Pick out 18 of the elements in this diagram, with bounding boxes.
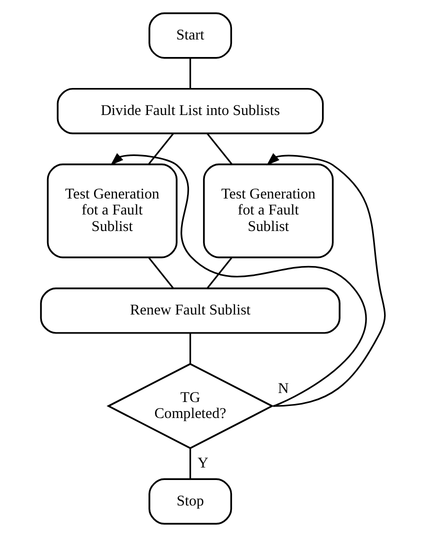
arrow — [110, 153, 366, 407]
connector — [188, 332, 191, 364]
edge-label: Y — [197, 455, 208, 472]
connector — [148, 257, 174, 288]
node-box: Start — [148, 12, 232, 59]
node-box: Stop — [148, 478, 232, 525]
node-box: Divide Fault List into Sublists — [56, 88, 324, 134]
edge-label: N — [278, 380, 288, 397]
connector — [206, 132, 232, 165]
connector — [206, 257, 232, 288]
connector — [148, 132, 174, 165]
arrow — [266, 153, 386, 407]
node-diamond: TG Completed? — [106, 362, 274, 450]
connector — [188, 448, 191, 479]
node-box: Renew Fault Sublist — [40, 287, 340, 334]
node-box: Test Generation fot a Fault Sublist — [202, 164, 334, 258]
connector — [188, 58, 191, 89]
node-box: Test Generation fot a Fault Sublist — [46, 164, 178, 258]
